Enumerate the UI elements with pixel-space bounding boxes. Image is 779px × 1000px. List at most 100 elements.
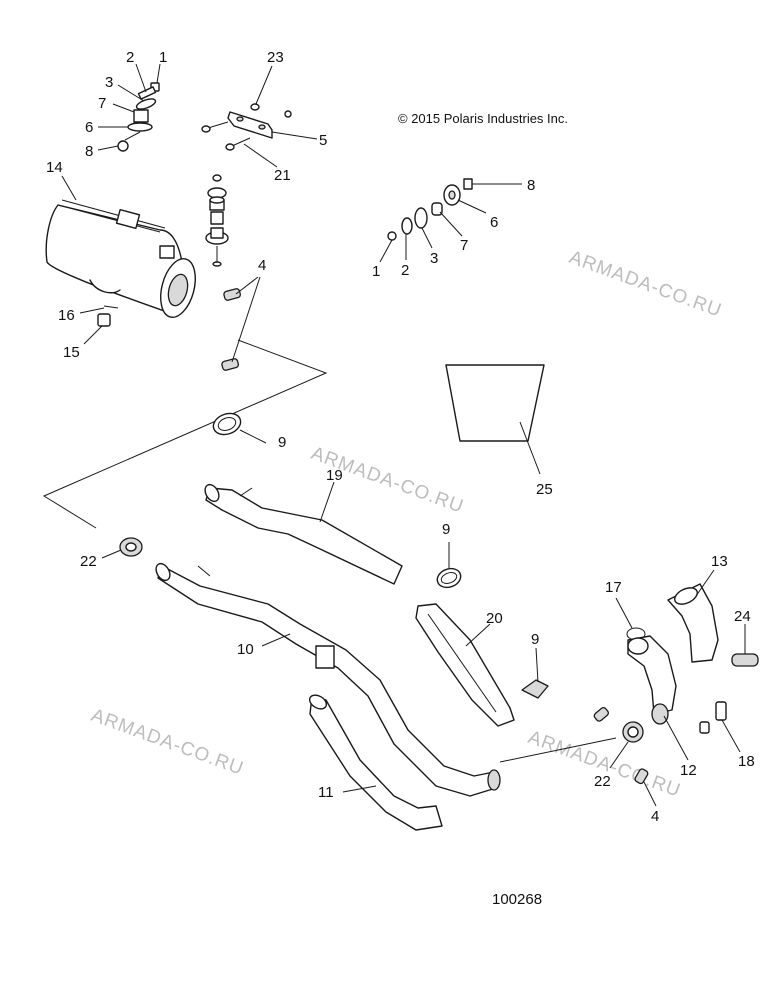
callout-21: 21 [274,167,291,184]
callout-8-right: 8 [527,177,535,194]
callout-7: 7 [98,95,106,112]
leader-4a-lower [231,276,261,363]
leader-10 [261,633,291,647]
leader-9a [239,429,267,444]
clip-part-16 [103,305,119,309]
callout-12: 12 [680,762,697,779]
mount-grommet-stack [205,174,229,267]
callout-25: 25 [536,481,553,498]
callout-14: 14 [46,159,63,176]
callout-22-left: 22 [80,553,97,570]
watermark-bottom-left: ARMADA-CO.RU [88,705,246,780]
callout-11: 11 [318,784,334,801]
leader-4b [643,781,657,807]
leader-17 [615,597,633,629]
callout-19: 19 [326,467,343,484]
bolts-18 [699,701,727,734]
leader-9c [535,647,539,683]
copyright-text: © 2015 Polaris Industries Inc. [398,111,568,126]
heat-shield-panel [445,364,545,442]
head-pipe-10 [155,562,501,797]
leader-7b [439,211,463,237]
callout-17: 17 [605,579,622,596]
callout-18: 18 [738,753,755,770]
leader-16 [79,307,105,314]
gasket-22-left [119,537,143,557]
callout-2-right: 2 [401,262,409,279]
callout-3: 3 [105,74,113,91]
leader-3a [117,84,145,102]
clamp-9-middle [436,567,462,589]
leader-1b [379,239,393,263]
callout-1: 1 [159,49,167,66]
leader-2a [135,63,147,93]
leader-19 [319,481,335,523]
document-number: 100268 [492,891,542,908]
callout-13: 13 [711,553,728,570]
callout-5: 5 [319,132,327,149]
gasket-22-right [622,721,644,743]
callout-23: 23 [267,49,284,66]
leader-22a [101,549,122,559]
leader-11 [342,785,377,793]
leader-pipe-gasket-link [499,737,617,763]
muffler [45,199,196,318]
leader-6b [457,199,487,214]
exhaust-pipe-19 [204,483,403,585]
leader-1a [156,63,161,84]
watermark-bottom-right: ARMADA-CO.RU [525,727,683,802]
heat-shield-20 [415,603,515,727]
callout-8: 8 [85,143,93,160]
leader-14 [61,175,77,201]
watermark-top-right: ARMADA-CO.RU [566,247,724,322]
section-divider-line [42,339,328,529]
callout-2: 2 [126,49,134,66]
spring-lower-right-a [593,707,609,722]
mounting-bracket [201,103,292,151]
spring-upper [223,288,241,301]
leader-22b [609,741,629,769]
callout-6-right: 6 [490,214,498,231]
leader-4a-upper [235,276,259,295]
elbow-pipe-12 [627,635,677,725]
spring-lower-right-b [634,768,649,785]
leader-7a [112,103,135,113]
plug-part-15 [97,313,111,327]
callout-9-middle: 9 [442,521,450,538]
leader-5 [271,131,318,140]
hardware-stack-left [117,82,160,152]
elbow-pipe-13 [667,583,719,663]
callout-22-right: 22 [594,773,611,790]
leader-3b [421,227,433,249]
callout-7-right: 7 [460,237,468,254]
callout-3-right: 3 [430,250,438,267]
exhaust-pipe-11 [308,694,443,831]
leader-20 [465,623,491,647]
callout-1-right: 1 [372,263,380,280]
callout-9-lower: 9 [531,631,539,648]
callout-15: 15 [63,344,80,361]
clamp-9-lower [521,679,549,699]
callout-9-upper: 9 [278,434,286,451]
plug-part-24 [731,653,759,667]
leader-25 [519,421,541,475]
clamp-9-upper [212,412,242,436]
spring-lower [221,358,239,371]
callout-20: 20 [486,610,503,627]
leader-18 [721,719,741,753]
callout-24: 24 [734,608,751,625]
hardware-stack-right [387,178,486,241]
callout-16: 16 [58,307,75,324]
leader-23 [255,65,273,105]
leader-8a [97,145,119,151]
callout-4-lower: 4 [651,808,659,825]
callout-10: 10 [237,641,254,658]
leader-13 [695,569,715,597]
leader-21 [243,143,278,168]
leader-12 [663,715,689,761]
leader-15 [83,325,103,345]
callout-6: 6 [85,119,93,136]
callout-4-upper: 4 [258,257,266,274]
